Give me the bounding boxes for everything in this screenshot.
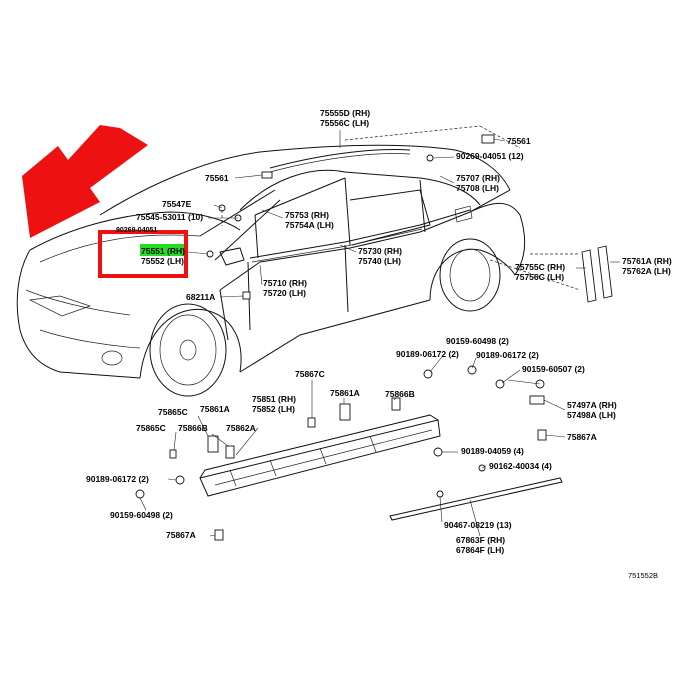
rocker-panel-drawing <box>199 414 441 497</box>
label-75561-left: 75561 <box>205 173 229 183</box>
label-90467: 90467-08219 (13) <box>444 520 512 530</box>
label-75710: 75710 (RH) <box>263 278 307 288</box>
label-75867a-left: 75867A <box>166 530 196 540</box>
label-75561-right: 75561 <box>507 136 531 146</box>
label-75852: 75852 (LH) <box>252 404 295 414</box>
label-75545: 75545-53011 (10) <box>136 212 203 222</box>
label-75556c: 75556C (LH) <box>320 118 369 128</box>
label-75551: 75551 (RH) <box>141 246 185 256</box>
highlight-box-75551 <box>98 230 188 278</box>
label-75865c-bottom: 75865C <box>136 423 166 433</box>
label-75866b-right: 75866B <box>385 389 415 399</box>
label-90189-06172-right: 90189-06172 (2) <box>476 350 539 360</box>
label-90189-04059: 90189-04059 (4) <box>461 446 524 456</box>
label-67864f: 67864F (LH) <box>456 545 504 555</box>
label-67863f: 67863F (RH) <box>456 535 505 545</box>
rear-pillar-trims-drawing <box>581 245 613 303</box>
label-90159-60498-top: 90159-60498 (2) <box>446 336 509 346</box>
label-75754a: 75754A (LH) <box>285 220 334 230</box>
label-90189-06172-bottom: 90189-06172 (2) <box>86 474 149 484</box>
figure-code: 751552B <box>628 571 658 580</box>
label-75707: 75707 (RH) <box>456 173 500 183</box>
label-75730: 75730 (RH) <box>358 246 402 256</box>
label-90189-06172-left: 90189-06172 (2) <box>396 349 459 359</box>
label-75555d: 75555D (RH) <box>320 108 370 118</box>
label-75547e: 75547E <box>162 199 192 209</box>
car-body-drawing <box>16 144 525 397</box>
highlight-fill-75551 <box>140 244 184 256</box>
label-75552: 75552 (LH) <box>141 256 184 266</box>
label-75862a: 75862A <box>226 423 256 433</box>
label-cut-90269: 90269-04051 <box>116 227 157 234</box>
red-pointer-arrow <box>22 125 148 238</box>
label-75866b-left: 75866B <box>178 423 208 433</box>
label-57498a: 57498A (LH) <box>567 410 616 420</box>
label-75755c: 75755C (RH) <box>515 262 565 272</box>
label-75861a-right: 75861A <box>330 388 360 398</box>
label-75708: 75708 (LH) <box>456 183 499 193</box>
label-75761a: 75761A (RH) <box>622 256 672 266</box>
label-75867c: 75867C <box>295 369 325 379</box>
label-75762a: 75762A (LH) <box>622 266 671 276</box>
label-75861a-left: 75861A <box>200 404 230 414</box>
label-75720: 75720 (LH) <box>263 288 306 298</box>
label-90159-60498-bottom: 90159-60498 (2) <box>110 510 173 520</box>
leader-lines <box>139 125 620 537</box>
label-75867a-right: 75867A <box>567 432 597 442</box>
door-edge-strip-drawing <box>389 477 563 521</box>
label-75756c: 75756C (LH) <box>515 272 564 282</box>
label-90269: 90269-04051 (12) <box>456 151 524 161</box>
label-90162-40034: 90162-40034 (4) <box>489 461 552 471</box>
label-75865c-top: 75865C <box>158 407 188 417</box>
fasteners <box>135 134 547 541</box>
label-57497a: 57497A (RH) <box>567 400 617 410</box>
label-90159-60507: 90159-60507 (2) <box>522 364 585 374</box>
label-68211a: 68211A <box>186 292 215 302</box>
label-75753: 75753 (RH) <box>285 210 329 220</box>
label-75740: 75740 (LH) <box>358 256 401 266</box>
part-labels: 75555D (RH) 75556C (LH) 75561 90269-0405… <box>86 108 672 580</box>
label-75851: 75851 (RH) <box>252 394 296 404</box>
